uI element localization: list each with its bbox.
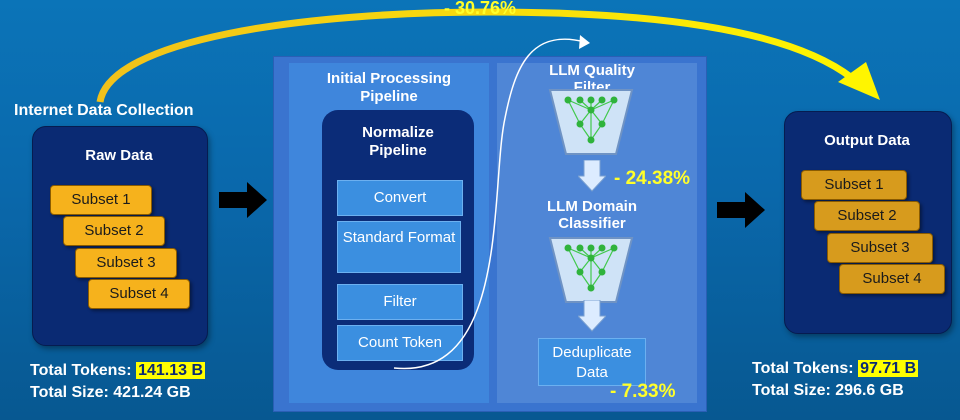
quality-filter-reduction: - 24.38%: [614, 168, 691, 189]
output-subset-4: Subset 4: [839, 264, 945, 294]
raw-total-size: Total Size: 421.24 GB: [30, 384, 191, 401]
output-subset-2: Subset 2: [814, 201, 920, 231]
output-total-tokens: Total Tokens: 97.71 B: [752, 360, 919, 378]
output-data-title: Output Data: [824, 132, 910, 149]
output-total-tokens-label: Total Tokens:: [752, 360, 854, 377]
flow-curve-icon: [393, 35, 590, 370]
raw-subset-2: Subset 2: [63, 216, 165, 246]
dedup-reduction: - 7.33%: [610, 381, 676, 402]
right-arrow-icon: [219, 182, 267, 218]
output-total-tokens-value: 97.71 B: [858, 360, 919, 377]
domain-classifier-title: LLM Domain Classifier: [547, 198, 637, 232]
right-arrow-icon: [717, 192, 765, 228]
step-count-token: Count Token: [337, 325, 463, 361]
deduplicate-data-box: Deduplicate Data: [538, 338, 646, 386]
raw-subset-1: Subset 1: [50, 185, 152, 215]
curved-arrow-icon: [96, 8, 880, 103]
step-standard-format: Standard Format: [337, 221, 461, 273]
output-total-size: Total Size: 296.6 GB: [752, 382, 904, 399]
internet-data-collection-title: Internet Data Collection: [14, 102, 194, 119]
step-convert: Convert: [337, 180, 463, 216]
neural-network-funnel-icon: [548, 89, 634, 155]
down-arrow-icon: [578, 300, 606, 332]
raw-data-title: Raw Data: [85, 147, 153, 164]
output-subset-3: Subset 3: [827, 233, 933, 263]
initial-processing-title: Initial Processing Pipeline: [326, 70, 452, 105]
raw-subset-4: Subset 4: [88, 279, 190, 309]
output-subset-1: Subset 1: [801, 170, 907, 200]
neural-network-funnel-icon: [548, 237, 634, 303]
normalize-pipeline-title: Normalize Pipeline: [362, 124, 434, 159]
raw-subset-3: Subset 3: [75, 248, 177, 278]
raw-total-tokens: Total Tokens: 141.13 B: [30, 362, 206, 380]
step-filter: Filter: [337, 284, 463, 320]
raw-total-tokens-label: Total Tokens:: [30, 362, 132, 379]
down-arrow-icon: [578, 160, 606, 192]
raw-total-tokens-value: 141.13 B: [136, 362, 206, 379]
overall-reduction-label: - 30.76%: [443, 0, 517, 18]
